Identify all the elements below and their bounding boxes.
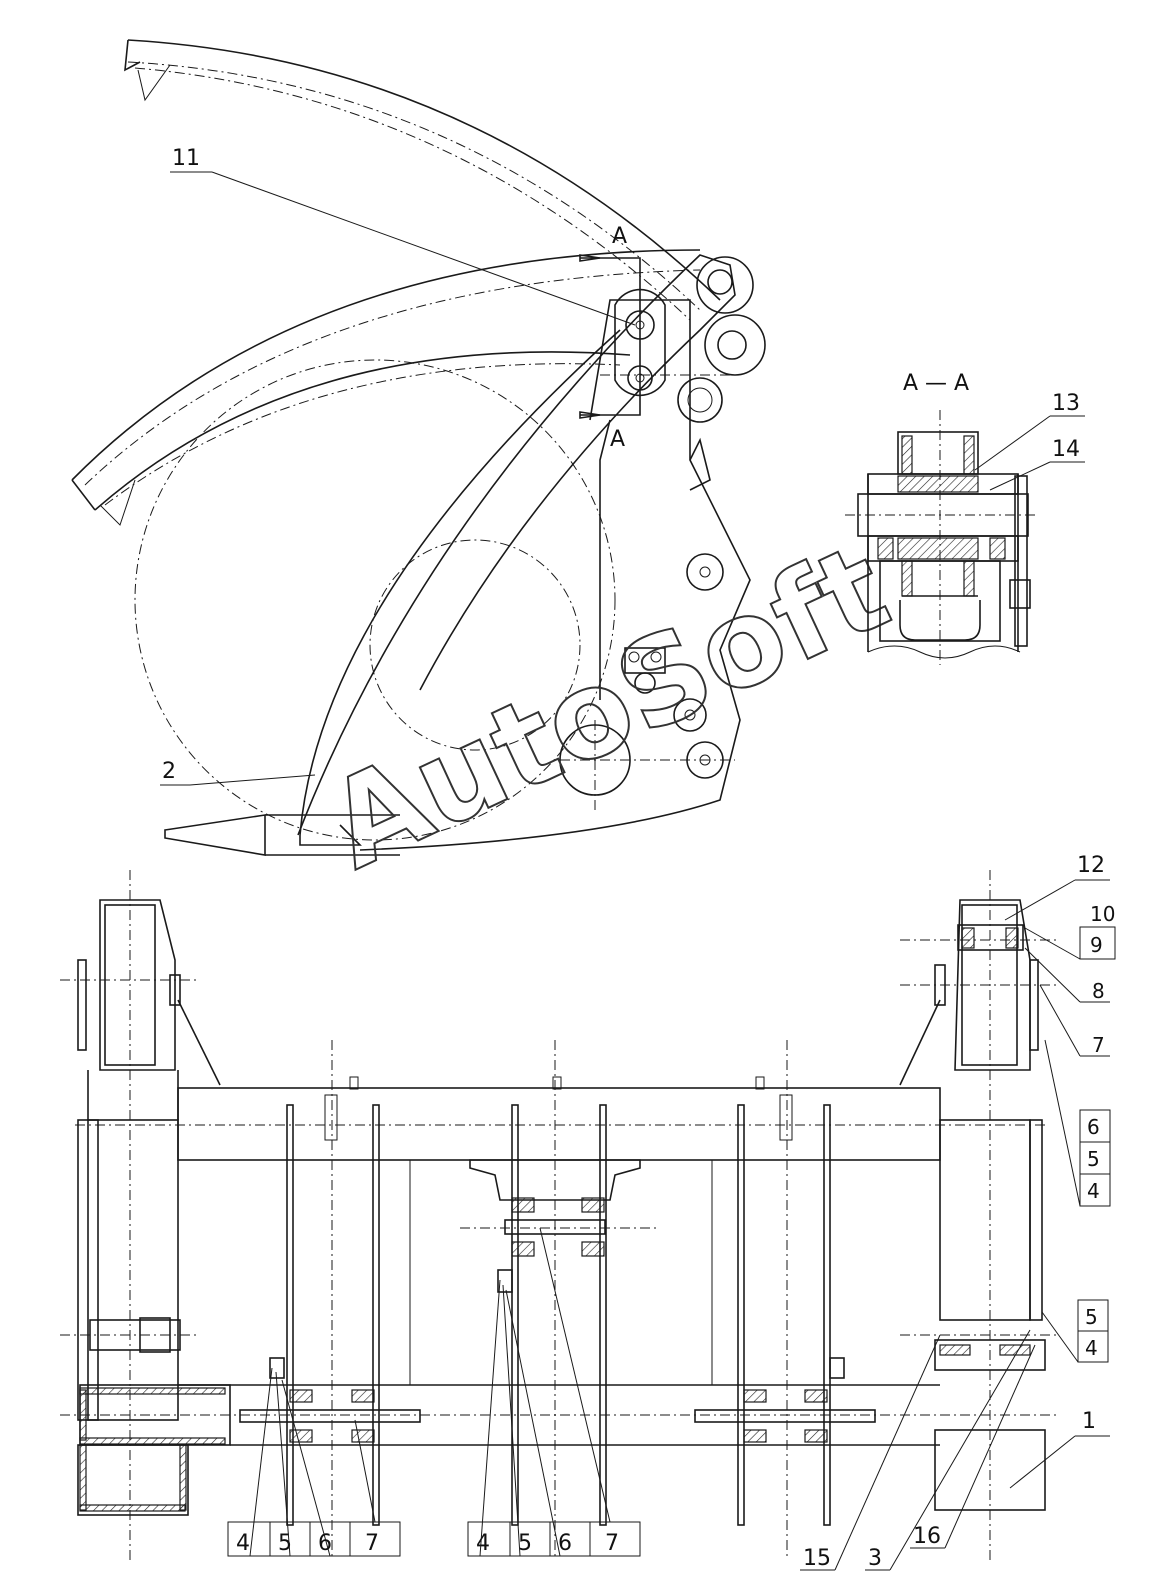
callout-bottom-5b: 5 — [518, 1531, 532, 1556]
callout-4b: 4 — [1085, 1336, 1098, 1360]
front-view: 12 10 9 8 7 6 5 4 5 4 1 4 5 6 7 — [60, 853, 1116, 1571]
callout-15: 15 — [803, 1546, 831, 1571]
section-marker-top: A — [612, 224, 627, 249]
callout-bottom-7a: 7 — [365, 1531, 379, 1556]
callout-1: 1 — [1082, 1409, 1096, 1434]
callout-12: 12 — [1077, 853, 1105, 878]
callout-9: 9 — [1090, 933, 1103, 957]
callout-bottom-4a: 4 — [236, 1531, 250, 1556]
callout-13: 13 — [1052, 391, 1080, 416]
callout-3: 3 — [868, 1546, 882, 1571]
callout-14: 14 — [1052, 437, 1080, 462]
callout-bottom-6a: 6 — [318, 1531, 332, 1556]
callout-bottom-7b: 7 — [605, 1531, 619, 1556]
section-marker-bottom: A — [610, 427, 625, 452]
callout-7: 7 — [1092, 1033, 1105, 1057]
side-view: A A 11 2 — [71, 39, 766, 856]
callout-10: 10 — [1090, 902, 1115, 926]
callout-16: 16 — [913, 1524, 941, 1549]
watermark: AutoSoft — [309, 518, 908, 896]
callout-5b: 5 — [1085, 1305, 1098, 1329]
callout-5a: 5 — [1087, 1147, 1100, 1171]
callout-6: 6 — [1087, 1115, 1100, 1139]
callout-8: 8 — [1092, 979, 1105, 1003]
section-title: A — A — [903, 371, 969, 396]
callout-bottom-4b: 4 — [476, 1531, 490, 1556]
callout-bottom-6b: 6 — [558, 1531, 572, 1556]
callout-11: 11 — [172, 146, 200, 171]
callout-2: 2 — [162, 759, 176, 784]
section-aa-view: A — A 13 14 — [845, 371, 1085, 665]
callout-4a: 4 — [1087, 1179, 1100, 1203]
